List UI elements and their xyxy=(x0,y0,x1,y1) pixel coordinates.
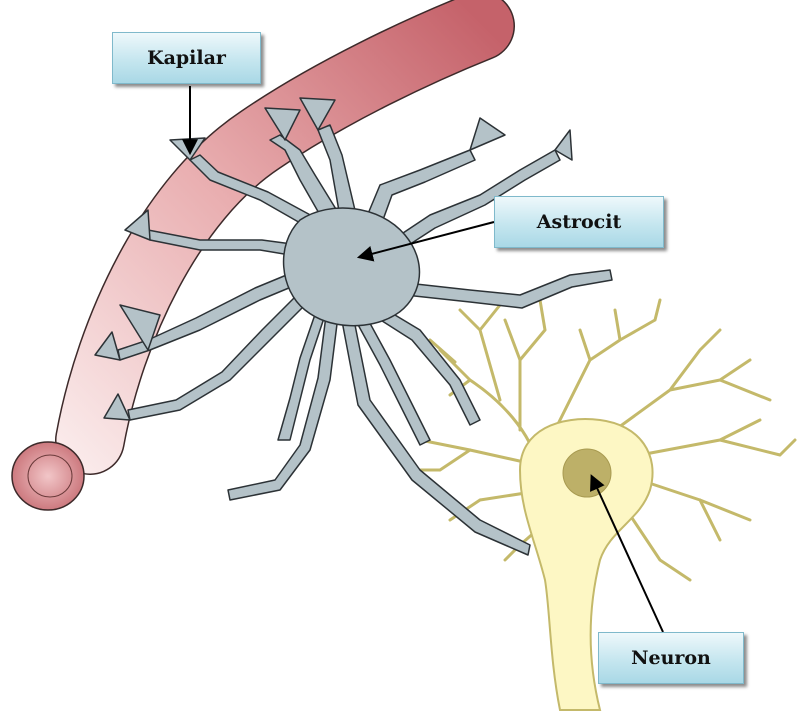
label-kapilar-text: Kapilar xyxy=(147,47,226,69)
astrocyte-soma xyxy=(284,208,420,326)
label-astrocit: Astrocit xyxy=(494,196,664,248)
label-neuron: Neuron xyxy=(598,632,744,684)
label-astrocit-text: Astrocit xyxy=(537,211,621,233)
label-neuron-text: Neuron xyxy=(631,647,711,669)
neuron-nucleus xyxy=(563,449,611,497)
capillary-opening xyxy=(12,442,84,510)
label-kapilar: Kapilar xyxy=(112,32,261,84)
